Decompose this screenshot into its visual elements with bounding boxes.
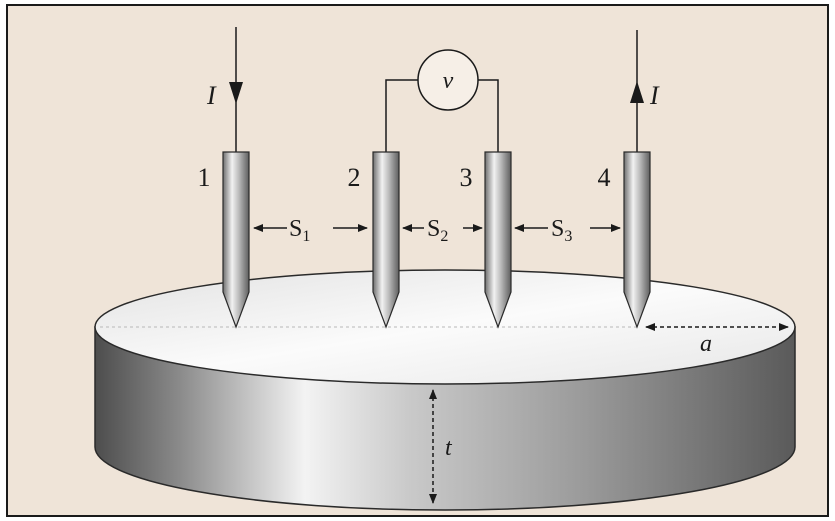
probe-1: 1 <box>198 151 250 329</box>
spacing-s2-label: S2 <box>427 216 448 245</box>
current-in-label: I <box>206 81 217 110</box>
probe-1-number: 1 <box>198 163 211 192</box>
radius-label: a <box>700 331 712 357</box>
radius-dimension: a <box>645 323 789 357</box>
probe-4-number: 4 <box>598 163 611 192</box>
spacing-s2: S2 <box>402 216 483 245</box>
probe-1-body <box>222 151 250 329</box>
spacing-s3: S3 <box>514 216 621 245</box>
current-out-label: I <box>649 81 660 110</box>
thickness-dimension: t <box>429 389 453 504</box>
current-in-arrow-icon <box>229 82 243 104</box>
probe-3-number: 3 <box>460 163 473 192</box>
probe-3: 3 <box>460 151 512 329</box>
probe-4: 4 <box>598 151 651 329</box>
voltmeter: v <box>417 49 479 111</box>
probe-4-body <box>623 151 651 329</box>
voltmeter-circle <box>417 49 479 111</box>
probe-2-body <box>372 151 400 329</box>
probe-3-body <box>484 151 512 329</box>
voltmeter-wire-left <box>385 79 418 152</box>
probe-2: 2 <box>348 151 400 329</box>
voltmeter-label: v <box>443 68 454 94</box>
spacing-s3-label: S3 <box>551 216 572 245</box>
voltmeter-wire-right <box>478 79 499 152</box>
probe-2-number: 2 <box>348 163 361 192</box>
spacing-s1: S1 <box>253 216 368 245</box>
sample-disk <box>94 269 796 511</box>
thickness-label: t <box>445 435 453 461</box>
current-out-arrow-icon <box>630 81 644 103</box>
spacing-s1-label: S1 <box>289 216 310 245</box>
